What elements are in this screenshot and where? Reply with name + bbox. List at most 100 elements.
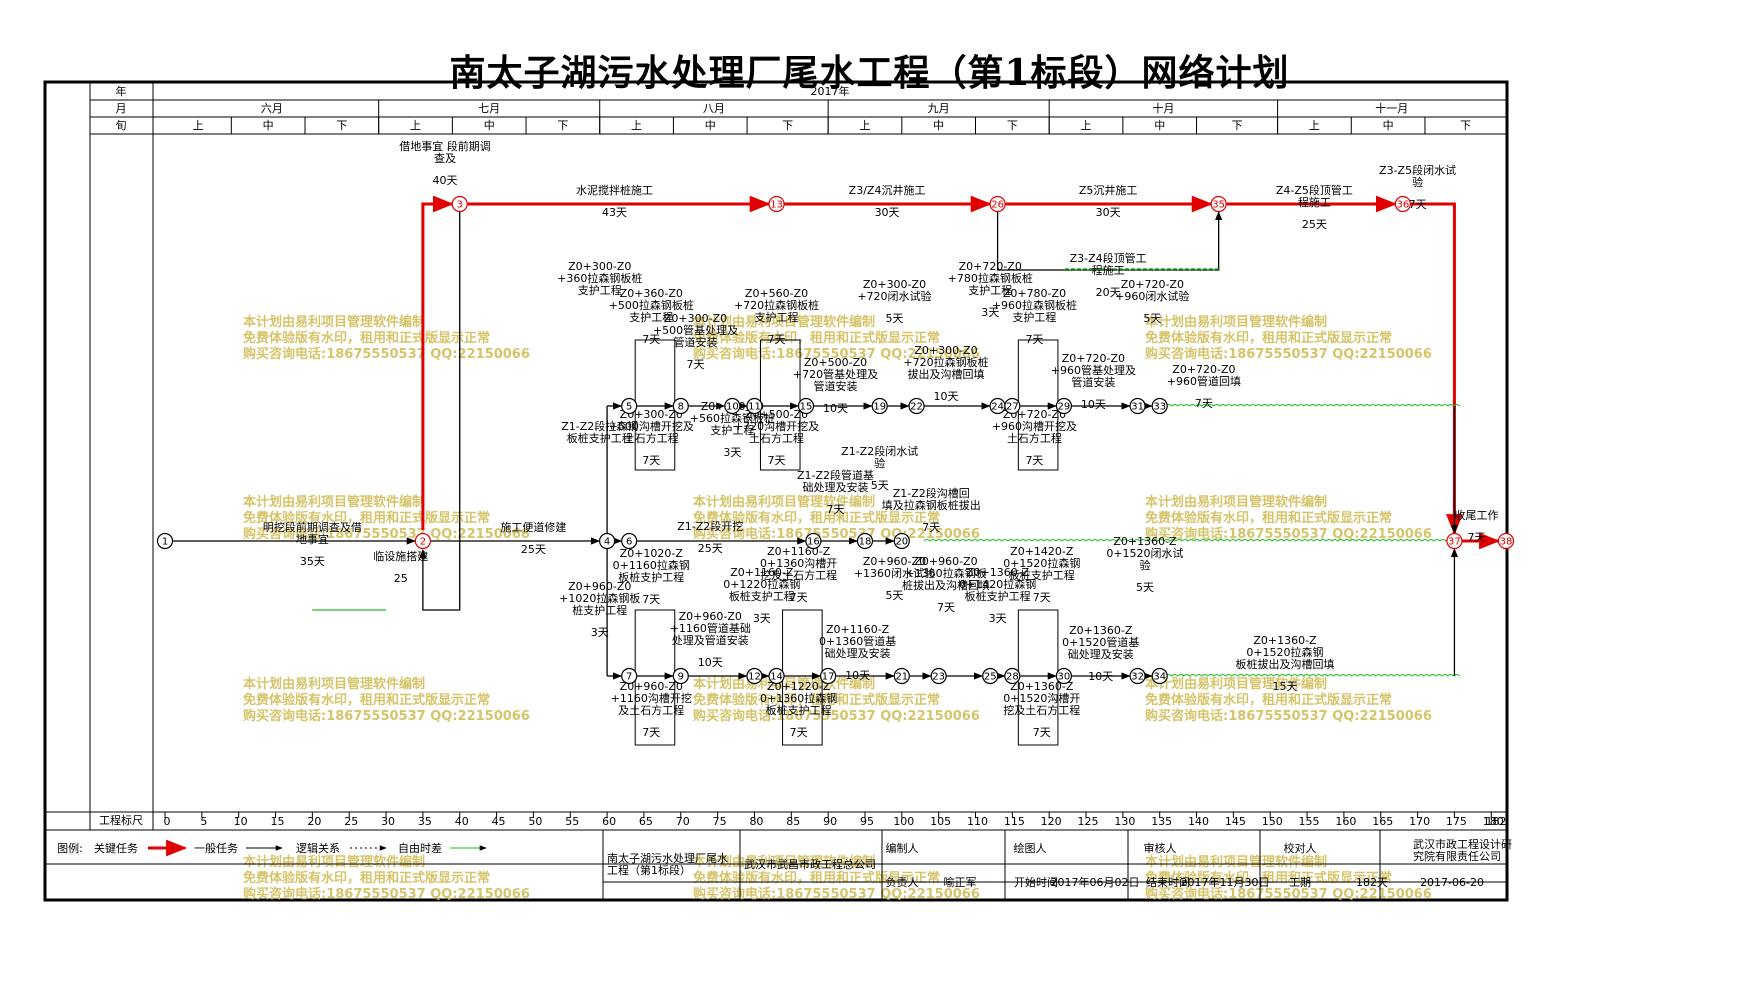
task-label: Z0+1160-Z (730, 566, 794, 579)
task-label: 临设施搭建 (373, 549, 428, 563)
node-20: 20 (893, 532, 910, 550)
task-label: 填及拉森钢板桩拔出 (882, 498, 981, 512)
node-33: 33 (1151, 397, 1168, 415)
node-10: 10 (724, 397, 741, 415)
task-label: Z4-Z5段顶管工 (1276, 183, 1353, 197)
node-circle (724, 397, 741, 415)
node-35: 35 (1210, 195, 1227, 213)
task-duration: 7天 (1409, 198, 1427, 211)
scale-tick-label: 25 (344, 815, 358, 828)
node-4: 4 (598, 532, 616, 550)
node-number: 24 (991, 402, 1004, 413)
footer-start-label: 开始时间 (1014, 875, 1058, 889)
float-edge (1159, 404, 1461, 407)
node-38: 38 (1497, 532, 1515, 550)
task-label: 板桩支护工程 (618, 570, 684, 584)
task-duration: 10天 (1088, 670, 1113, 683)
task-label: 支护工程 (710, 423, 754, 437)
watermark-line: 本计划由易利项目管理软件编制 (243, 494, 425, 510)
watermark-line: 免费体验版有水印，租用和正式版显示正常 (243, 510, 490, 526)
scale-tick-label: 0 (164, 815, 171, 828)
node-32: 32 (1129, 667, 1146, 685)
watermark-line: 免费体验版有水印，租用和正式版显示正常 (693, 692, 940, 708)
node-number: 1 (162, 537, 168, 548)
scale-tick-label: 20 (307, 815, 321, 828)
task-label: Z0+300-Z0 (568, 260, 631, 273)
task-label: +960管道回填 (1167, 374, 1241, 388)
node-9: 9 (672, 667, 689, 685)
footer-end: 2017年11月30日 (1181, 875, 1270, 889)
node-circle (621, 532, 638, 550)
task-duration: 15天 (1272, 680, 1297, 693)
node-number: 33 (1153, 402, 1166, 413)
header-xun: 下 (1007, 119, 1018, 132)
task-label: Z0+780-Z0 (1003, 287, 1066, 300)
node-circle (1151, 667, 1168, 685)
task-duration: 25天 (521, 543, 546, 556)
task-label: Z0+720-Z0 (1062, 352, 1125, 365)
node-number: 22 (910, 402, 923, 413)
task-label: 0+1520闭水试 (1106, 547, 1183, 560)
task-label: Z0+1020-Z (620, 547, 684, 560)
critical-edge (421, 195, 454, 530)
node-circle (156, 532, 174, 550)
task-label: Z3-Z4段顶管工 (1070, 251, 1147, 265)
node-circle (621, 667, 638, 685)
task-label: Z0+500-Z0 (804, 356, 867, 369)
task-label: Z0+720-Z0 (1172, 363, 1235, 376)
watermark-line: 购买咨询电话:18675550537 QQ:22150066 (693, 708, 980, 724)
scale-tick-label: 120 (1041, 815, 1062, 828)
header-xun: 中 (484, 119, 495, 132)
task-label: 础处理及安装 (825, 646, 891, 660)
task-label: +360拉森钢板桩 (557, 271, 642, 285)
task-label: +960闭水试验 (1115, 289, 1189, 303)
task-label: 验 (1139, 558, 1150, 572)
task-label: 及土石方工程 (618, 703, 684, 717)
task-duration: 7天 (1033, 726, 1051, 739)
node-number: 25 (984, 672, 997, 683)
legend-normal-label: 一般任务 (194, 842, 238, 855)
scale-tick-label: 30 (381, 815, 395, 828)
node-number: 19 (873, 402, 886, 413)
task-label: 板桩支护工程 (1009, 568, 1075, 582)
node-circle (1210, 195, 1227, 213)
node-number: 5 (626, 402, 632, 413)
watermark-line: 购买咨询电话:18675550537 QQ:22150066 (243, 886, 530, 902)
node-circle (820, 667, 837, 685)
header-xun-label: 旬 (116, 119, 127, 132)
header-xun: 上 (859, 119, 870, 132)
node-circle (982, 667, 999, 685)
scale-tick-label: 85 (786, 815, 800, 828)
header-xun: 下 (557, 119, 568, 132)
watermark-line: 本计划由易利项目管理软件编制 (1145, 314, 1327, 330)
task-label: 0+1420拉森钢 (959, 577, 1036, 591)
task-label: 水泥搅拌桩施工 (576, 183, 653, 197)
task-duration: 7天 (642, 454, 660, 467)
node-circle (768, 667, 785, 685)
task-label: +780拉森钢板桩 (948, 271, 1033, 285)
task-label: +720拉森钢板桩 (734, 298, 819, 312)
node-number: 17 (822, 672, 835, 683)
node-number: 28 (1006, 672, 1019, 683)
scale-tick-label: 160 (1335, 815, 1356, 828)
scale-tick-label: 40 (455, 815, 469, 828)
task-label: +1160沟槽开挖 (611, 691, 692, 705)
task-label: Z1-Z2段拉森钢 (561, 419, 638, 433)
node-circle (451, 195, 468, 213)
task-duration: 40天 (432, 174, 457, 187)
task-duration: 10天 (823, 402, 848, 415)
task-duration: 7天 (922, 521, 940, 534)
task-label: 板桩拔出及沟槽回填 (1235, 657, 1334, 671)
node-6: 6 (621, 532, 638, 550)
task-label: Z0+720-Z0 (959, 260, 1022, 273)
task-label: +1360闭水试验 (854, 566, 935, 580)
node-circle (672, 397, 689, 415)
node-27: 27 (1004, 397, 1021, 415)
task-label: 支护工程 (968, 283, 1012, 297)
node-number: 12 (748, 672, 761, 683)
scale-tick-label: 65 (639, 815, 653, 828)
header-year: 2017年 (811, 84, 850, 98)
node-14: 14 (768, 667, 785, 685)
scale-tick-label: 80 (749, 815, 763, 828)
header-month: 十月 (1152, 101, 1174, 115)
